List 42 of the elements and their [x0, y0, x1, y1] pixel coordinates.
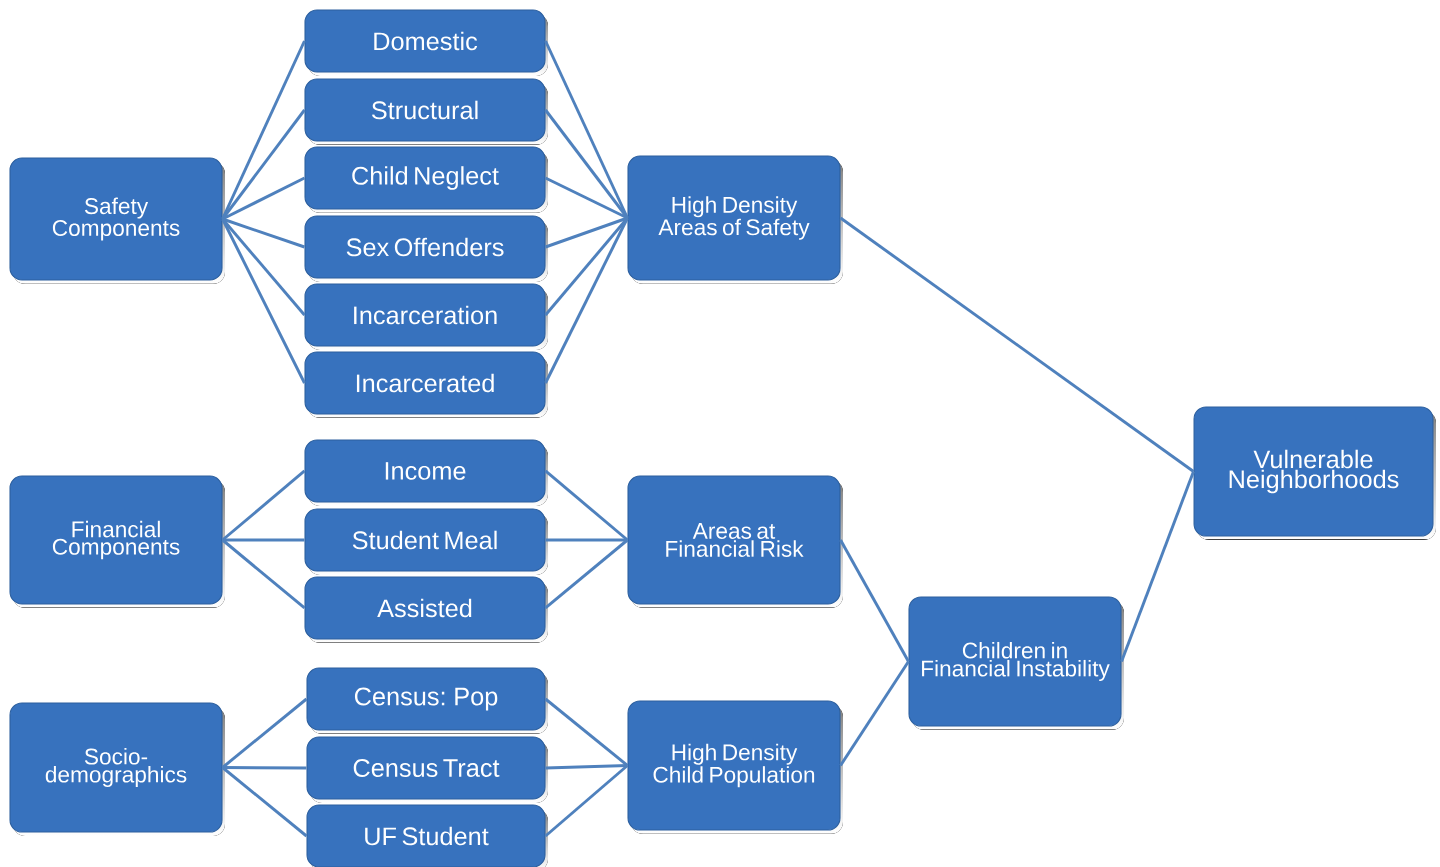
factor-box: Incarceration: [304, 283, 548, 350]
process-box: Financial Components: [9, 475, 225, 608]
process-box: Safety Components: [9, 157, 225, 284]
process-box: High Density Areas of Safety: [627, 155, 843, 284]
factor-box: Student Meal: [304, 508, 548, 575]
factor-box: Census Tract: [306, 736, 548, 803]
connector-line: [222, 766, 307, 770]
factor-box: Vulnerable Neighborhoods: [1193, 406, 1436, 540]
connector-line: [544, 217, 629, 384]
connector-line: [545, 764, 628, 770]
connector-line: [544, 469, 629, 542]
connector-line: [544, 764, 629, 838]
connector-line: [544, 40, 629, 219]
factor-box: Structural: [304, 78, 548, 145]
connector-line: [221, 218, 306, 384]
connector-line: [839, 660, 910, 767]
connector-line: [545, 216, 628, 249]
connector-line: [222, 217, 305, 249]
connector-line: [544, 538, 629, 610]
connector-line: [1120, 471, 1195, 662]
factor-box: Income: [304, 439, 548, 506]
process-box: High Density Child Population: [627, 700, 843, 834]
connector-line: [221, 697, 308, 769]
connector-line: [222, 538, 305, 542]
process-box: Children in Financial Instability: [908, 596, 1124, 730]
connector-line: [221, 766, 308, 838]
process-box: Socio-demographics: [9, 702, 225, 836]
factor-box: Domestic: [304, 9, 548, 76]
factor-box: UF Student: [306, 804, 548, 867]
connector-line: [221, 538, 306, 610]
connector-line: [221, 469, 306, 542]
connector-line: [221, 40, 306, 220]
factor-box: Incarcerated: [304, 351, 548, 418]
factor-box: Child Neglect: [304, 146, 548, 213]
factor-box: Census: Pop: [306, 667, 548, 734]
process-box: Areas at Financial Risk: [627, 475, 843, 608]
factor-box: Assisted: [304, 576, 548, 643]
connector-line: [544, 697, 629, 767]
connector-line: [839, 539, 910, 663]
connector-line: [839, 216, 1195, 473]
connector-line: [545, 538, 628, 542]
factor-box: Sex Offenders: [304, 215, 548, 282]
